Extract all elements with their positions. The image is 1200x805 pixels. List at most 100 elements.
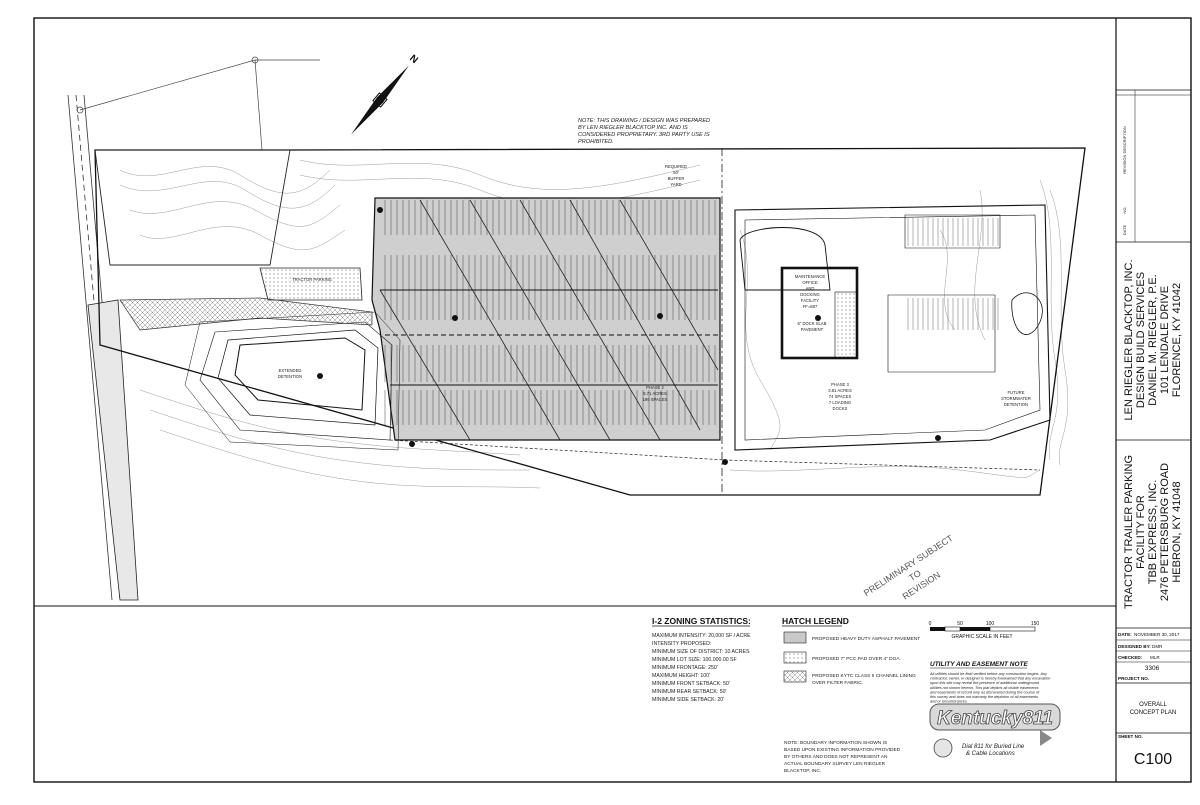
- svg-text:FUTURE: FUTURE: [1008, 390, 1025, 395]
- svg-text:ACTUAL BOUNDARY SURVEY LEN RIE: ACTUAL BOUNDARY SURVEY LEN RIEGLER: [784, 761, 886, 767]
- outer-border: [33, 17, 1192, 783]
- hatch-legend-title: HATCH LEGEND: [782, 616, 849, 626]
- designed-label: DESIGNED BY:: [1118, 644, 1151, 649]
- utility-line: [76, 56, 330, 151]
- svg-text:OVERALL: OVERALL: [1139, 702, 1167, 708]
- utility-note-line: utilities not shown hereon. This plat de…: [930, 686, 1039, 690]
- svg-text:DETENTION: DETENTION: [278, 374, 302, 379]
- svg-text:PAVEMENT: PAVEMENT: [801, 327, 824, 332]
- svg-text:N: N: [407, 53, 420, 66]
- adjacent-parcel: [94, 149, 291, 266]
- svg-text:STORMWATER: STORMWATER: [1001, 396, 1031, 401]
- zoning-title: I-2 ZONING STATISTICS:: [652, 616, 751, 626]
- phase3-label: PHASE 3 3.81 ACRES 74 SPACES 7 LOADING D…: [828, 382, 852, 411]
- checked-label: CHECKED:: [1118, 655, 1143, 660]
- kentucky811-logo: Kentucky811 Dial 811 for Buried Line & C…: [929, 703, 1061, 758]
- project-block: TRACTOR TRAILER PARKING FACILITY FOR TBB…: [1123, 455, 1183, 609]
- svg-text:BY LEN RIEGLER BLACKTOP INC. A: BY LEN RIEGLER BLACKTOP INC. AND IS: [578, 125, 688, 131]
- svg-text:HEBRON, KY 41048: HEBRON, KY 41048: [1171, 481, 1183, 582]
- svg-text:BY OTHERS AND DOES NOT REPRESE: BY OTHERS AND DOES NOT REPRESENT AN: [784, 754, 888, 760]
- future-detention-label: FUTURE STORMWATER DETENTION: [1001, 390, 1031, 407]
- graphic-scale: 0 50 100 150 GRAPHIC SCALE IN FEET: [929, 621, 1040, 640]
- hatch-legend: HATCH LEGEND PROPOSED HEAVY DUTY ASPHALT…: [782, 616, 920, 686]
- svg-text:EXTENDED: EXTENDED: [279, 368, 302, 373]
- designed-value: DMR: [1152, 644, 1163, 649]
- grade-lines: [379, 199, 719, 441]
- tractor-parking-area: [259, 267, 363, 301]
- svg-text:DOCKS: DOCKS: [833, 406, 848, 411]
- svg-text:NOTE: THIS DRAWING / DESIGN WA: NOTE: THIS DRAWING / DESIGN WAS PREPARED: [578, 118, 710, 124]
- svg-text:REQUIRED: REQUIRED: [665, 164, 687, 169]
- svg-text:0: 0: [929, 621, 932, 627]
- svg-text:DETENTION: DETENTION: [1004, 402, 1028, 407]
- svg-text:PROHIBITED.: PROHIBITED.: [578, 139, 614, 145]
- svg-text:Kentucky811: Kentucky811: [937, 708, 1053, 729]
- svg-text:FLORENCE, KY 41042: FLORENCE, KY 41042: [1171, 283, 1183, 397]
- proprietary-note: NOTE: THIS DRAWING / DESIGN WAS PREPARED…: [578, 118, 710, 145]
- svg-text:7 LOADING: 7 LOADING: [829, 400, 851, 405]
- preliminary-stamp: PRELIMINARY SUBJECT TO REVISION: [862, 533, 955, 602]
- utility-note-line: All utilities should be field verified b…: [929, 672, 1048, 676]
- zoning-line: MINIMUM SIDE SETBACK: 20': [652, 697, 724, 703]
- north-arrow-icon: N: [351, 53, 420, 135]
- svg-text:CONCEPT PLAN: CONCEPT PLAN: [1130, 710, 1177, 716]
- date-label: DATE:: [1118, 632, 1132, 637]
- project-no-value: 3306: [1145, 665, 1160, 672]
- zoning-line: MINIMUM FRONTAGE: 250': [652, 665, 718, 671]
- project-no-label: PROJECT NO.: [1118, 676, 1149, 681]
- svg-text:NOTE: BOUNDARY INFORMATION SHO: NOTE: BOUNDARY INFORMATION SHOWN IS: [784, 740, 887, 746]
- channel-lining: [119, 297, 373, 331]
- dock-slab: [834, 291, 858, 359]
- svg-text:PHASE 2: PHASE 2: [646, 385, 664, 390]
- svg-text:CONSIDERED PROPRIETARY. 3RD P: CONSIDERED PROPRIETARY. 3RD PARTY USE IS: [578, 132, 710, 138]
- utility-easement-note: UTILITY AND EASEMENT NOTE All utilities …: [929, 661, 1050, 704]
- survey-markers: [317, 207, 941, 465]
- utility-note-line: and or encumbrances.: [930, 700, 968, 704]
- no-header: NO.: [1122, 206, 1127, 213]
- svg-text:AND: AND: [806, 286, 815, 291]
- zoning-line: INTENSITY PROPOSED:: [652, 641, 711, 647]
- legend-item-channel-2: OVER FILTER FABRIC.: [812, 680, 863, 686]
- svg-text:FF=887: FF=887: [803, 304, 818, 309]
- parking-stalls-phase2: [384, 200, 716, 425]
- svg-text:150: 150: [1031, 621, 1040, 627]
- svg-text:2476 PETERSBURG ROAD: 2476 PETERSBURG ROAD: [1159, 463, 1171, 601]
- checked-value: MLR: [1150, 655, 1160, 660]
- legend-swatch-channel: [783, 670, 807, 683]
- parking-stalls-phase3: [907, 218, 999, 330]
- utility-note-line: upon this site may reveal the presence o…: [930, 681, 1040, 685]
- extended-detention-label: EXTENDED DETENTION: [278, 368, 302, 379]
- maintenance-label: MAINTENANCE OFFICE AND DOCKING FACILITY …: [795, 274, 826, 309]
- extended-detention-pond: [184, 311, 401, 451]
- svg-text:FACILITY: FACILITY: [801, 298, 819, 303]
- required-buffer-label: REQUIRED 50' BUFFER YARD: [665, 164, 687, 187]
- zoning-statistics: I-2 ZONING STATISTICS: MAXIMUM INTENSITY…: [652, 616, 751, 703]
- zoning-line: MINIMUM REAR SETBACK: 50': [652, 689, 727, 695]
- svg-text:74 SPACES: 74 SPACES: [829, 394, 852, 399]
- svg-text:GRAPHIC SCALE IN FEET: GRAPHIC SCALE IN FEET: [951, 634, 1012, 640]
- svg-text:6" DOCK SLAB: 6" DOCK SLAB: [798, 321, 827, 326]
- date-header: DATE: [1122, 224, 1127, 235]
- svg-text:3.81 ACRES: 3.81 ACRES: [828, 388, 852, 393]
- drive-aisles-phase2: [380, 289, 718, 386]
- svg-text:DOCKING: DOCKING: [800, 292, 820, 297]
- phase2-label: PHASE 2 5.71 ACRES 196 SPACES: [643, 385, 668, 402]
- svg-text:TRACTOR TRAILER PARKING: TRACTOR TRAILER PARKING: [1123, 455, 1135, 609]
- zoning-line: MAXIMUM INTENSITY: 20,000 SF / ACRE: [652, 633, 751, 639]
- svg-text:BASED UPON EXISTING INFORMATIO: BASED UPON EXISTING INFORMATION PROVIDED: [784, 747, 901, 753]
- legend-swatch-asphalt: [783, 631, 807, 644]
- phase2-pavement: [371, 197, 721, 441]
- dock-pavement-label: 6" DOCK SLAB PAVEMENT: [798, 321, 827, 332]
- legend-item-asphalt: PROPOSED HEAVY DUTY ASPHALT PAVEMENT: [812, 636, 920, 642]
- svg-text:DANIEL M. RIEGLER, P.E.: DANIEL M. RIEGLER, P.E.: [1147, 274, 1159, 405]
- sheet-title: OVERALL CONCEPT PLAN: [1130, 702, 1177, 716]
- phase3-area: [734, 204, 1051, 451]
- svg-text:100: 100: [986, 621, 995, 627]
- utility-note-line: and easements of record only as discover…: [930, 690, 1040, 694]
- zoning-line: MAXIMUM HEIGHT: 100': [652, 673, 710, 679]
- legend-swatch-pcc: [783, 651, 807, 664]
- legend-item-pcc: PROPOSED 7" PCC PAD OVER 4" DGA.: [812, 656, 901, 662]
- utility-note-line: this survey and does not warranty the de…: [930, 695, 1038, 699]
- zoning-line: MINIMUM SIZE OF DISTRICT: 10 ACRES: [652, 649, 750, 655]
